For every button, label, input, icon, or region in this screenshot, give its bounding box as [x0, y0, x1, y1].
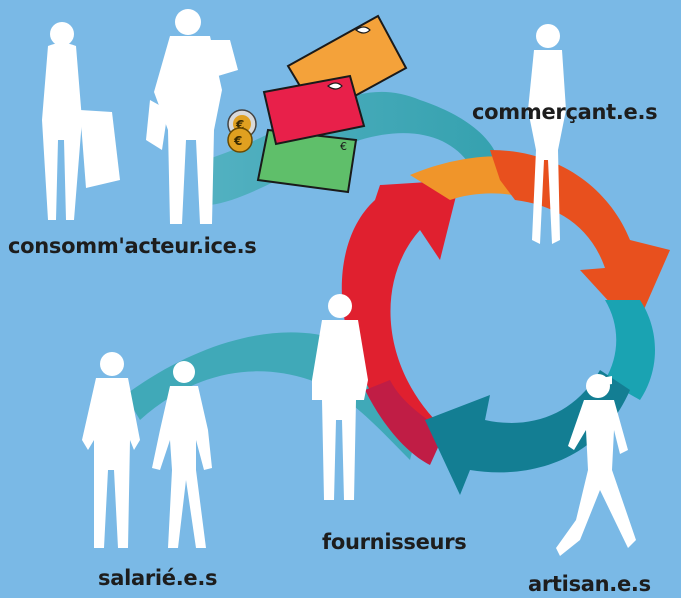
employee-man-silhouette: [82, 352, 140, 548]
cycle-arrow-dark-teal: [425, 370, 630, 495]
consumer-woman-silhouette: [42, 22, 120, 220]
label-consumers: consomm'acteur.ice.s: [8, 234, 257, 258]
label-merchants: commerçant.e.s: [472, 100, 658, 124]
banknote-green: €: [256, 128, 358, 194]
cycle-segment-teal: [605, 300, 655, 400]
coin-gold: €: [227, 127, 253, 153]
label-employees: salarié.e.s: [98, 566, 218, 590]
svg-text:€: €: [235, 118, 244, 132]
merchant-woman-silhouette: [528, 24, 566, 244]
cycle-arrow-red-orange: [490, 150, 670, 330]
label-artisans: artisan.e.s: [528, 572, 651, 596]
artisan-man-silhouette: [556, 374, 636, 556]
supplier-man-silhouette: [312, 294, 368, 500]
cycle-segment-magenta: [365, 380, 445, 465]
employee-woman-silhouette: [152, 361, 212, 548]
svg-text:€: €: [233, 134, 242, 148]
consumer-man-silhouette: [146, 9, 238, 224]
money-illustration: € € €: [227, 14, 408, 194]
label-suppliers: fournisseurs: [322, 530, 467, 554]
banknote-red: [262, 74, 366, 146]
euro-symbol: €: [340, 140, 347, 153]
person-silhouettes: [42, 9, 636, 556]
